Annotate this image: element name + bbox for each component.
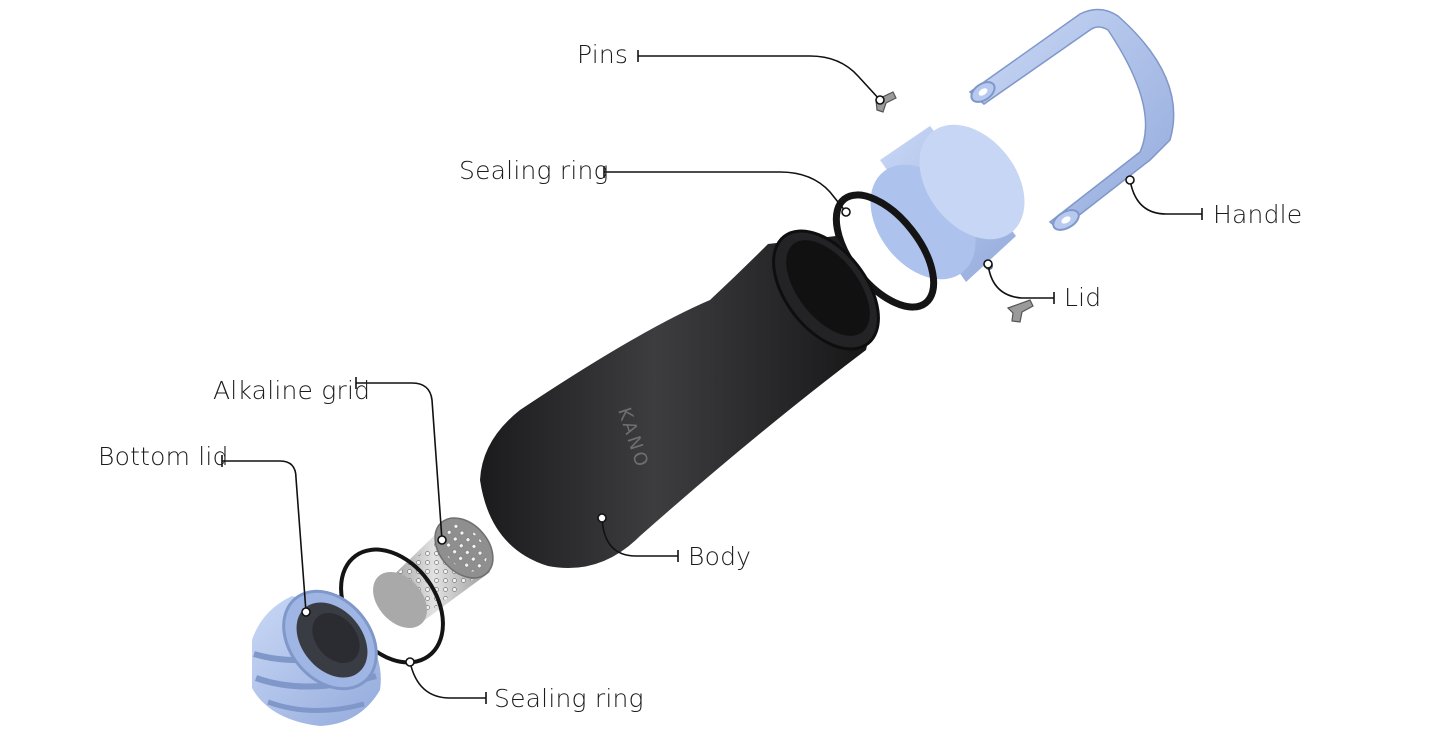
leader-sealing-ring-top xyxy=(604,171,847,213)
pin-top xyxy=(875,91,897,113)
label-lid: Lid xyxy=(1064,283,1102,312)
label-handle: Handle xyxy=(1213,200,1303,229)
alkaline-grid-part xyxy=(373,517,494,628)
label-alkaline-grid: Alkaline grid xyxy=(213,376,371,405)
leader-lines xyxy=(221,50,1203,704)
leader-lid xyxy=(987,263,1054,299)
leader-body xyxy=(601,517,678,557)
leader-alkaline-grid xyxy=(356,382,443,541)
top-lid-part xyxy=(870,124,1025,282)
label-pins: Pins xyxy=(577,40,629,69)
label-sealing-ring-bottom: Sealing ring xyxy=(494,684,644,713)
bottle-body-part: KANO xyxy=(480,229,880,568)
leader-handle xyxy=(1129,179,1202,215)
label-bottom-lid: Bottom lid xyxy=(98,442,229,471)
leader-pins xyxy=(638,55,881,101)
pin-bottom xyxy=(1006,299,1034,323)
leader-bottom-lid xyxy=(222,460,307,613)
label-sealing-ring-top: Sealing ring xyxy=(459,156,609,185)
leader-sealing-ring-bottom xyxy=(409,661,486,699)
label-body: Body xyxy=(688,542,752,571)
leader-anchors xyxy=(301,95,1135,667)
handle-part xyxy=(968,8,1175,231)
